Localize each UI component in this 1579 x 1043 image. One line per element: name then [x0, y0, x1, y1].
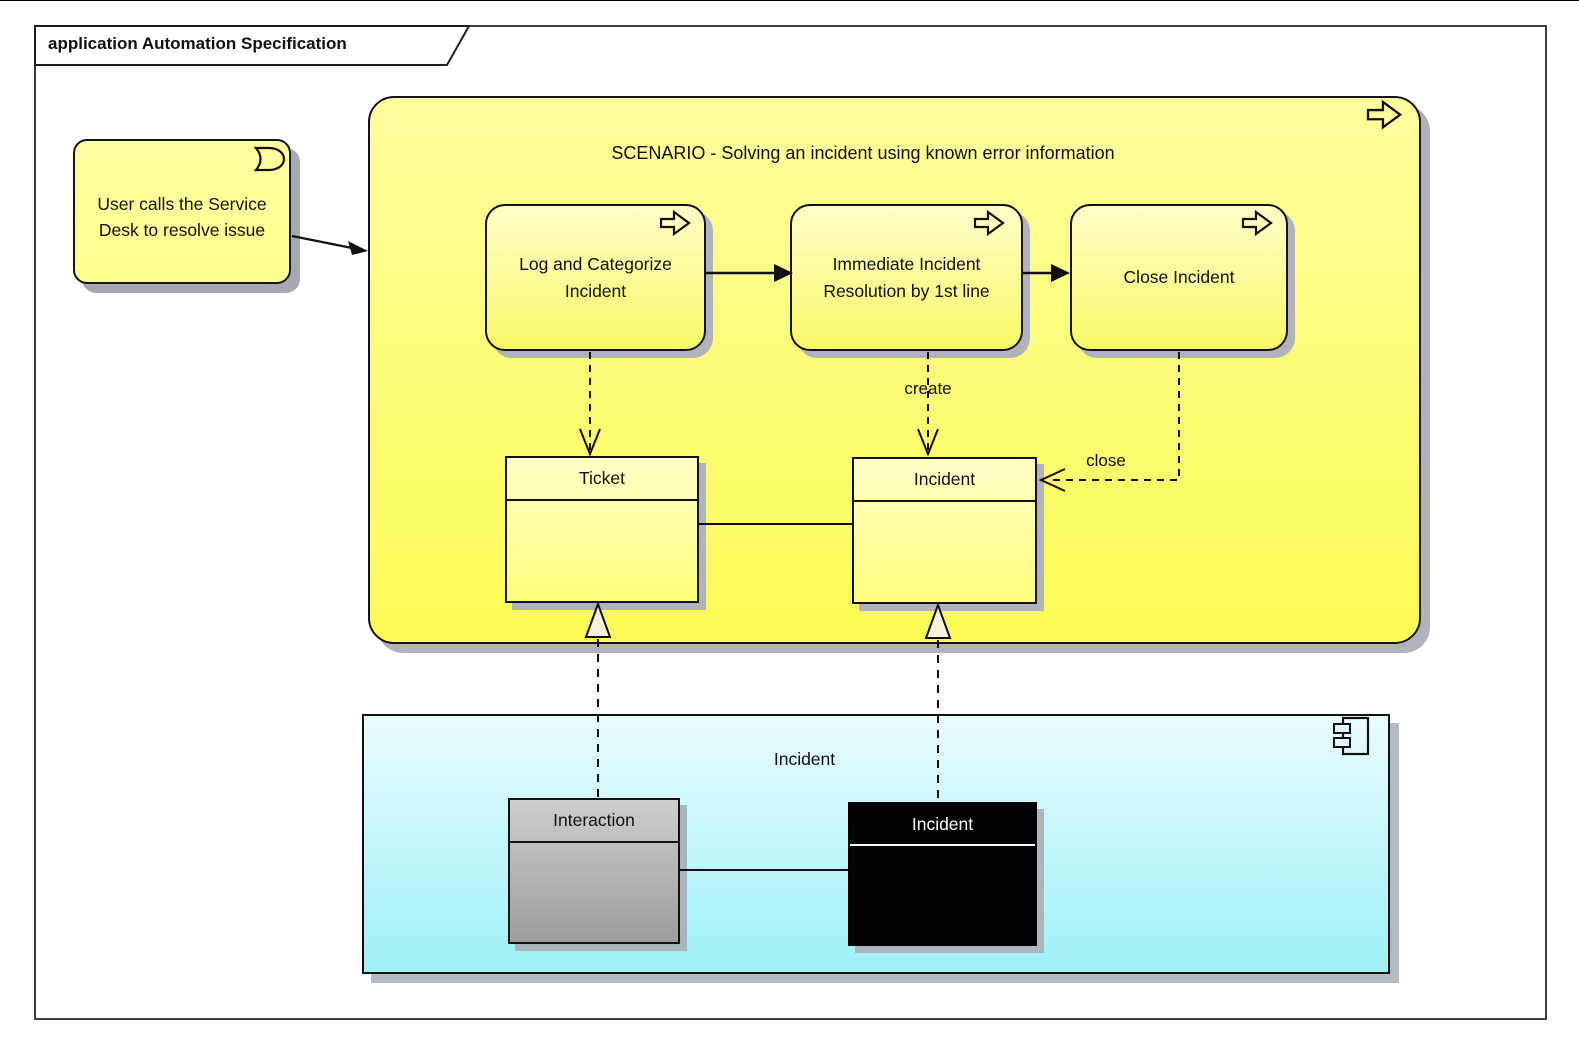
label-close: close	[1086, 451, 1126, 470]
process-close-incident[interactable]: Close Incident	[1070, 204, 1288, 351]
class-incident[interactable]: Incident	[852, 457, 1037, 604]
process-label: Log and Categorize Incident	[519, 253, 672, 301]
class-name: Incident	[854, 459, 1035, 502]
label-create: create	[904, 379, 952, 398]
process-log-and-categorize-incident[interactable]: Log and Categorize Incident	[485, 204, 706, 351]
note-text: User calls the Service Desk to resolve i…	[97, 193, 267, 240]
process-label: Close Incident	[1123, 267, 1235, 287]
class-ticket[interactable]: Ticket	[505, 456, 699, 603]
class-name: Ticket	[507, 458, 697, 501]
diagram-title: application Automation Specification	[48, 34, 347, 53]
connector-note-to-scenario[interactable]	[291, 234, 368, 255]
note-user-calls-service-desk[interactable]: User calls the Service Desk to resolve i…	[73, 139, 291, 284]
class-name: Interaction	[510, 800, 678, 843]
process-label: Immediate Incident Resolution by 1st lin…	[823, 253, 990, 301]
class-incident-implementation[interactable]: Incident	[848, 802, 1037, 946]
class-interaction[interactable]: Interaction	[508, 798, 680, 944]
component-label: Incident	[773, 749, 836, 769]
scenario-title: SCENARIO - Solving an incident using kno…	[611, 143, 1115, 163]
process-immediate-incident-resolution[interactable]: Immediate Incident Resolution by 1st lin…	[790, 204, 1023, 351]
class-name: Incident	[850, 804, 1035, 846]
